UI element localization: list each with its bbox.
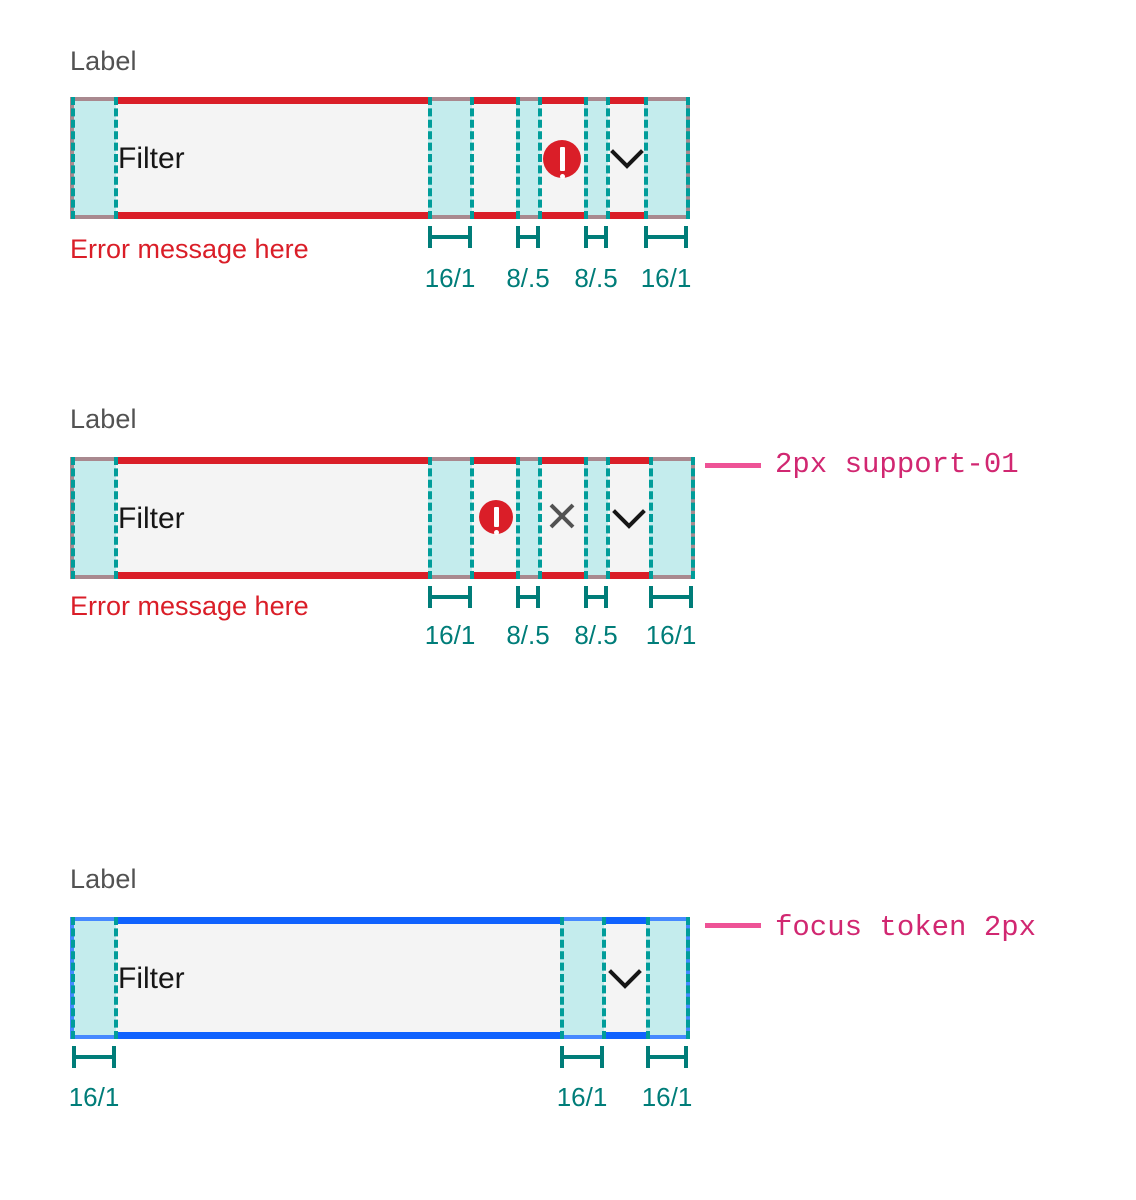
guide-line: [71, 457, 75, 579]
field-label: Label: [70, 864, 137, 894]
spacing-band-right: [649, 461, 691, 575]
support-rule-bottom-1: [116, 212, 428, 219]
filter-value-text: Filter: [118, 502, 185, 535]
guide-line: [560, 917, 564, 1039]
guide-line: [538, 457, 542, 579]
focus-rule-top-1: [116, 917, 560, 924]
measure-tick: [644, 226, 688, 248]
focus-rule-bottom-1: [116, 1032, 560, 1039]
support-rule-top-2: [472, 97, 516, 104]
guide-line: [584, 457, 588, 579]
guide-line: [470, 457, 474, 579]
guide-line: [71, 917, 75, 1039]
support-rule-bottom-2: [472, 572, 516, 579]
support-rule-top-1: [116, 457, 428, 464]
guide-line: [606, 457, 610, 579]
field-label: Label: [70, 404, 137, 434]
spacing-band-right: [644, 101, 686, 215]
support-rule-top-2: [472, 457, 516, 464]
measure-tick: [584, 226, 608, 248]
support-rule-bottom-3: [540, 212, 584, 219]
measure-tick: [72, 1046, 116, 1068]
guide-line: [470, 97, 474, 219]
support-rule-bottom-4: [608, 572, 649, 579]
guide-line: [114, 917, 118, 1039]
spacing-band-left: [74, 461, 116, 575]
chevron-down-icon[interactable]: [612, 500, 646, 538]
measure-label: 16/1: [68, 1082, 120, 1112]
guide-line: [428, 97, 432, 219]
support-rule-bottom-2: [472, 212, 516, 219]
close-icon[interactable]: [546, 500, 578, 532]
guide-line: [538, 97, 542, 219]
support-rule-bottom-4: [608, 212, 644, 219]
spacing-band-after-close: [584, 461, 608, 575]
measure-label: 16/1: [556, 1082, 608, 1112]
guide-line: [584, 97, 588, 219]
spacing-band-before-chevron: [560, 921, 604, 1035]
measure-label: 8/.5: [574, 620, 618, 650]
guide-line: [516, 457, 520, 579]
measure-label: 8/.5: [506, 620, 550, 650]
error-message: Error message here: [70, 234, 309, 264]
measure-tick: [428, 586, 472, 608]
callout-leader-line: [705, 923, 761, 928]
guide-line: [602, 917, 606, 1039]
guide-line: [686, 917, 690, 1039]
spacing-band-left: [74, 921, 116, 1035]
error-message: Error message here: [70, 591, 309, 621]
measure-tick: [646, 1046, 688, 1068]
spacing-band-left: [74, 101, 116, 215]
spacing-band-after-error-icon: [584, 101, 608, 215]
measure-tick: [516, 586, 540, 608]
guide-line: [644, 97, 648, 219]
chevron-down-icon[interactable]: [608, 960, 642, 998]
measure-label: 16/1: [640, 263, 692, 293]
guide-line: [646, 917, 650, 1039]
chevron-down-icon[interactable]: [610, 140, 644, 178]
measure-tick: [428, 226, 472, 248]
guide-line: [428, 457, 432, 579]
guide-line: [691, 457, 695, 579]
spacing-band-before-error-icon: [516, 101, 540, 215]
guide-line: [114, 97, 118, 219]
support-rule-top-3: [540, 97, 584, 104]
measure-label: 8/.5: [506, 263, 550, 293]
guide-line: [71, 97, 75, 219]
error-icon: [542, 139, 582, 179]
filter-value-text: Filter: [118, 142, 185, 175]
measure-label: 16/1: [424, 263, 476, 293]
support-rule-top-1: [116, 97, 428, 104]
callout-label: focus token 2px: [775, 911, 1037, 944]
measure-label: 16/1: [424, 620, 476, 650]
callout-label: 2px support-01: [775, 448, 1019, 481]
guide-line: [649, 457, 653, 579]
measure-tick: [584, 586, 608, 608]
filter-value-text: Filter: [118, 962, 185, 995]
support-rule-top-3: [540, 457, 584, 464]
measure-tick: [560, 1046, 604, 1068]
support-rule-top-4: [608, 457, 649, 464]
guide-line: [686, 97, 690, 219]
measure-tick: [516, 226, 540, 248]
spacing-band-right: [646, 921, 686, 1035]
focus-rule-bottom-2: [604, 1032, 646, 1039]
measure-label: 16/1: [645, 620, 697, 650]
focus-rule-top-2: [604, 917, 646, 924]
guide-line: [606, 97, 610, 219]
field-label: Label: [70, 46, 137, 76]
guide-line: [114, 457, 118, 579]
spacing-band-after-value: [428, 101, 472, 215]
measure-tick: [649, 586, 693, 608]
measure-label: 16/1: [641, 1082, 693, 1112]
spacing-band-before-close: [516, 461, 540, 575]
support-rule-bottom-1: [116, 572, 428, 579]
spacing-band-after-value: [428, 461, 472, 575]
measure-label: 8/.5: [574, 263, 618, 293]
support-rule-bottom-3: [540, 572, 584, 579]
support-rule-top-4: [608, 97, 644, 104]
guide-line: [516, 97, 520, 219]
callout-leader-line: [705, 463, 761, 468]
error-icon: [478, 499, 514, 535]
